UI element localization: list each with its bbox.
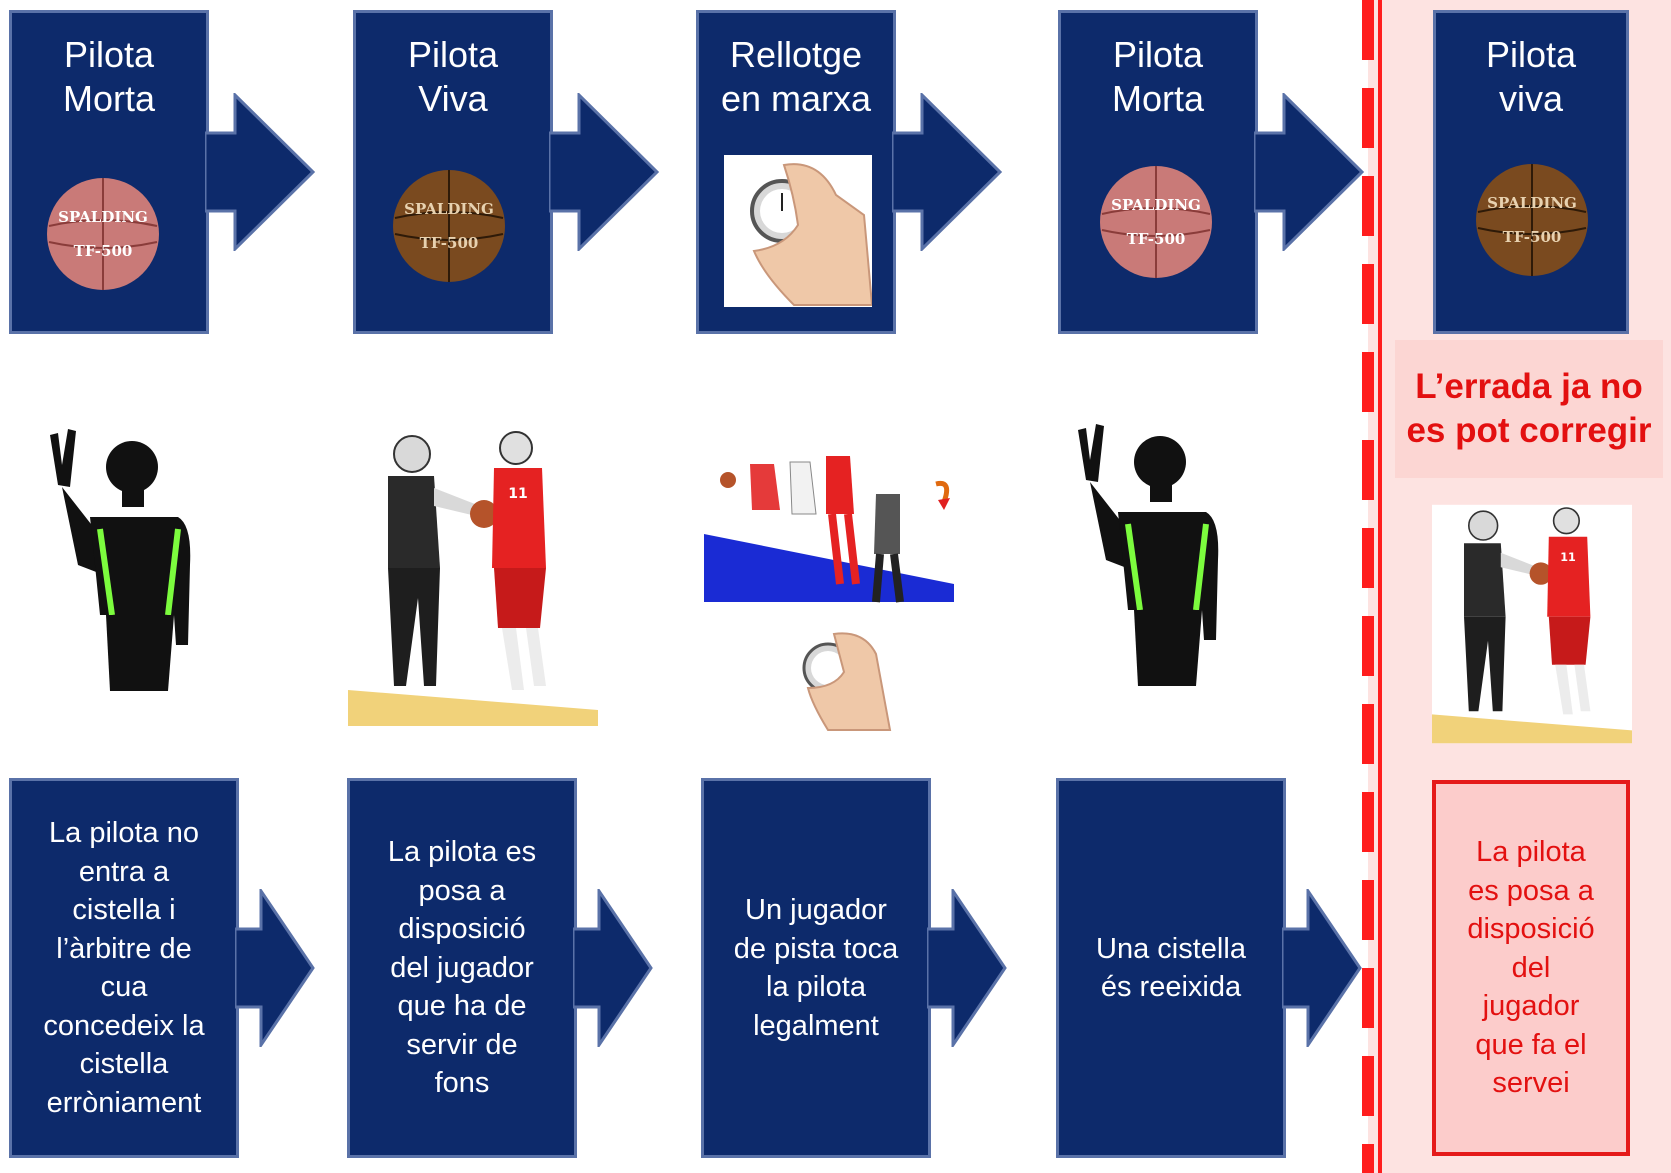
bottom-step-line: de pista toca <box>733 932 899 965</box>
bottom-step-line: Un jugador <box>745 894 887 926</box>
dashed-divider <box>1362 0 1374 1173</box>
svg-text:SPALDING: SPALDING <box>58 208 148 226</box>
bottom-step-line: concedeix la <box>43 1009 205 1042</box>
bottom-step-line: cua <box>100 971 148 1003</box>
svg-text:TF-500: TF-500 <box>1127 230 1186 248</box>
warning-message: L’errada ja no es pot corregir <box>1395 340 1663 478</box>
referee-two-points-signal-icon <box>50 429 191 691</box>
arrow-right-icon <box>573 889 653 1047</box>
basketball-dead-icon: SPALDING TF-500 <box>1100 166 1212 278</box>
bottom-step-line: La pilota no <box>49 817 199 849</box>
bottom-step-line: l’àrbitre de <box>56 932 192 965</box>
solid-divider <box>1378 0 1382 1173</box>
referee-hands-ball-to-player-icon: 11 <box>1432 504 1632 744</box>
top-step-label: Pilota <box>1485 34 1577 75</box>
warning-line: es pot corregir <box>1406 411 1652 450</box>
svg-text:SPALDING: SPALDING <box>1487 194 1577 212</box>
bottom-step-line: legalment <box>753 1009 879 1042</box>
bottom-step-line: erròniament <box>46 1086 202 1119</box>
top-step-label: viva <box>1498 78 1564 119</box>
arrow-right-icon <box>235 889 315 1047</box>
svg-text:SPALDING: SPALDING <box>404 200 494 218</box>
bottom-step-line: servir de <box>406 1028 518 1061</box>
final-step-box: La pilota es posa a disposició del jugad… <box>1432 780 1630 1156</box>
bottom-step-3: Un jugador de pista toca la pilota legal… <box>701 778 931 1158</box>
bottom-step-line: cistella <box>79 1048 169 1080</box>
bottom-step-line: és reeixida <box>1100 971 1242 1003</box>
stopwatch-hand-icon <box>724 155 872 307</box>
final-step-line: La pilota <box>1476 836 1586 869</box>
top-step-label: Viva <box>418 78 488 119</box>
top-step-label: Rellotge <box>729 34 863 75</box>
bottom-step-4: Una cistella és reeixida <box>1056 778 1286 1158</box>
top-step-label: Pilota <box>407 34 499 75</box>
final-step-line: servei <box>1492 1067 1570 1100</box>
arrow-right-icon <box>1254 93 1365 251</box>
top-step-label: Pilota <box>63 34 155 75</box>
bottom-step-line: entra a <box>78 855 170 888</box>
svg-text:TF-500: TF-500 <box>420 234 479 252</box>
referee-two-points-signal-icon <box>1078 424 1219 686</box>
svg-text:11: 11 <box>508 486 527 502</box>
arrow-right-icon <box>892 93 1003 251</box>
top-step-label: Morta <box>62 78 156 119</box>
svg-text:TF-500: TF-500 <box>74 242 133 260</box>
bottom-step-line: cistella i <box>72 894 176 926</box>
basketball-live-icon: SPALDING TF-500 <box>393 170 505 282</box>
bottom-step-line: del jugador <box>390 951 534 984</box>
bottom-step-line: disposició <box>398 913 526 946</box>
bottom-step-1: La pilota no entra a cistella i l’àrbitr… <box>9 778 239 1158</box>
bottom-step-line: Una cistella <box>1096 932 1246 965</box>
bottom-step-line: posa a <box>418 874 506 907</box>
bottom-step-line: que ha de <box>397 990 527 1023</box>
warning-line: L’errada ja no <box>1415 367 1643 406</box>
bottom-step-line: fons <box>434 1067 490 1100</box>
svg-text:SPALDING: SPALDING <box>1111 196 1201 214</box>
top-step-label: Pilota <box>1112 34 1204 75</box>
arrow-right-icon <box>927 889 1007 1047</box>
players-in-play-with-stopwatch-icon <box>704 456 954 731</box>
final-step-line: que fa el <box>1475 1028 1587 1061</box>
basketball-live-icon: SPALDING TF-500 <box>1476 164 1588 276</box>
svg-text:11: 11 <box>1560 551 1576 564</box>
arrow-right-icon <box>549 93 660 251</box>
bottom-step-line: La pilota es <box>387 836 537 869</box>
bottom-step-2: La pilota es posa a disposició del jugad… <box>347 778 577 1158</box>
arrow-right-icon <box>205 93 316 251</box>
svg-text:TF-500: TF-500 <box>1503 228 1562 246</box>
referee-hands-ball-to-player-icon: 11 <box>348 431 598 726</box>
basketball-dead-icon: SPALDING TF-500 <box>47 178 159 290</box>
top-step-label: en marxa <box>720 78 872 119</box>
bottom-step-line: la pilota <box>766 971 866 1003</box>
final-step-line: disposició <box>1467 913 1595 946</box>
top-step-label: Morta <box>1111 78 1205 119</box>
final-step-line: jugador <box>1482 990 1580 1023</box>
arrow-right-icon <box>1282 889 1362 1047</box>
final-step-line: es posa a <box>1468 874 1594 907</box>
final-step-line: del <box>1511 951 1551 984</box>
